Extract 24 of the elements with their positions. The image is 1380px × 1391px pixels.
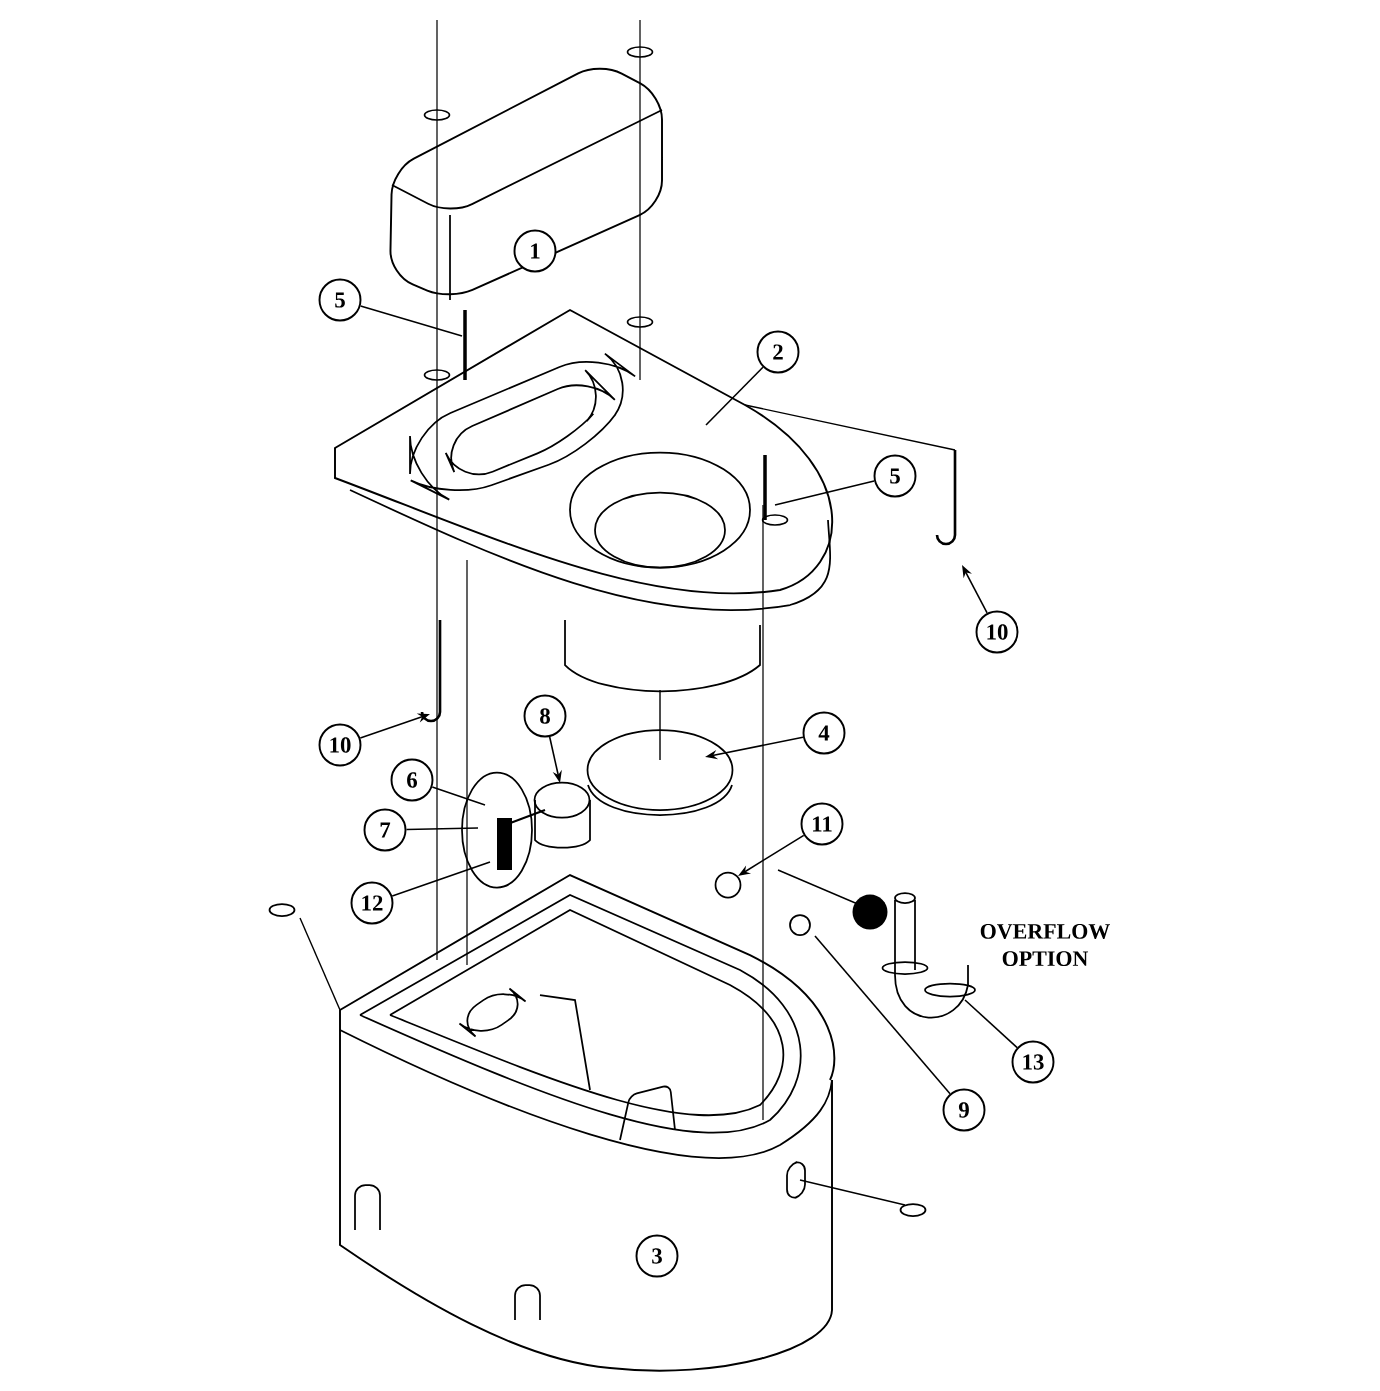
leader-line — [431, 786, 486, 806]
leader-line — [814, 935, 951, 1095]
leader-line — [405, 827, 479, 831]
callout-number: 2 — [756, 330, 800, 374]
leader-line — [774, 480, 875, 506]
callout-number: 9 — [942, 1088, 986, 1132]
callout-number: 8 — [523, 694, 567, 738]
callout-number: 13 — [1011, 1040, 1055, 1084]
callout-number: 4 — [802, 711, 846, 755]
callout-number: 5 — [318, 278, 362, 322]
callout-number: 6 — [390, 758, 434, 802]
callout-number: 1 — [513, 229, 557, 273]
callout-number: 10 — [975, 610, 1019, 654]
callout-number: 10 — [318, 723, 362, 767]
callout-number: 5 — [873, 454, 917, 498]
callout-number: 3 — [635, 1234, 679, 1278]
leader-line — [359, 305, 463, 337]
option-label: OVERFLOW OPTION — [980, 924, 1110, 966]
leader-line — [964, 999, 1018, 1049]
leader-line — [705, 366, 764, 426]
callout-number: 7 — [363, 808, 407, 852]
callout-number: 12 — [350, 881, 394, 925]
leader-line — [391, 861, 491, 897]
callout-number: 11 — [800, 802, 844, 846]
